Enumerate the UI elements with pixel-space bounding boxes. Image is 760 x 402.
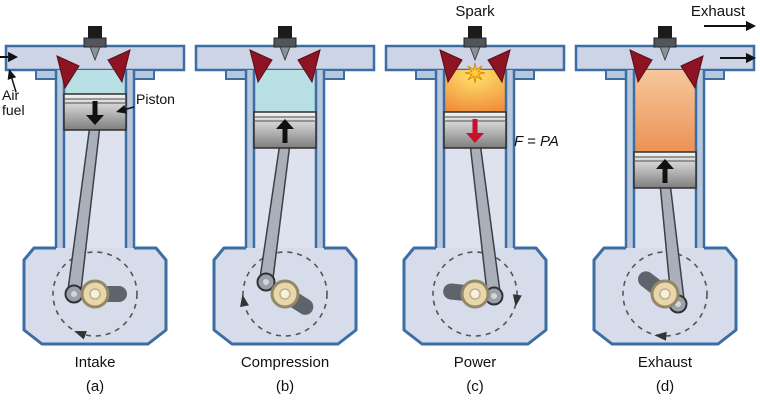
cylinder-wall-left bbox=[56, 70, 64, 248]
rotation-arrowhead-icon bbox=[74, 330, 87, 340]
exhaust-valve bbox=[487, 49, 511, 84]
spark-plug bbox=[83, 26, 107, 62]
rotation-path bbox=[622, 251, 708, 337]
gas-charge bbox=[254, 70, 316, 112]
crankcase-outline bbox=[402, 246, 548, 346]
fuel-label: fuel bbox=[2, 102, 25, 118]
piston-label: Piston bbox=[136, 91, 175, 107]
intake-valve bbox=[249, 49, 273, 84]
gas-charge bbox=[634, 70, 696, 152]
engine-diagram-exhaust: Exhaust bbox=[574, 3, 756, 346]
exhaust-label: Exhaust bbox=[691, 3, 746, 20]
rotation-arrowhead-icon bbox=[240, 294, 249, 307]
panel-letter-c: (c) bbox=[466, 378, 484, 395]
head-shoulder-right bbox=[133, 69, 155, 80]
intake-flow-arrow bbox=[0, 51, 18, 63]
head-shoulder-right bbox=[703, 69, 725, 80]
stroke-name-intake: Intake bbox=[74, 354, 116, 371]
piston-motion-arrow bbox=[86, 101, 104, 125]
exhaust-valve bbox=[107, 49, 131, 84]
stroke-name-compression: Compression bbox=[240, 354, 330, 371]
cylinder-wall-right bbox=[126, 70, 134, 248]
spark-plug bbox=[653, 26, 677, 62]
crankcase-outline bbox=[212, 246, 358, 346]
spark-flash-icon bbox=[464, 62, 486, 84]
force-equation-label: F = PA bbox=[514, 133, 559, 150]
head-shoulder-right bbox=[323, 69, 345, 80]
stroke-name-exhaust: Exhaust bbox=[637, 354, 693, 371]
piston-pointer-arrow bbox=[116, 105, 135, 114]
head-shoulder-right bbox=[513, 69, 535, 80]
cylinder-wall-right bbox=[506, 70, 514, 248]
intake-valve bbox=[56, 55, 80, 90]
panel-letter-d: (d) bbox=[655, 378, 675, 395]
rotation-arrowhead-icon bbox=[654, 331, 667, 341]
intake-valve bbox=[629, 49, 653, 84]
piston-motion-arrow bbox=[276, 119, 294, 143]
head-shoulder-left bbox=[605, 69, 627, 80]
spark-plug bbox=[463, 26, 487, 62]
spark-plug bbox=[273, 26, 297, 62]
engine-diagram-power: Spark F = PA bbox=[384, 3, 566, 346]
piston-motion-arrow bbox=[466, 119, 484, 143]
air-label: Air bbox=[2, 87, 19, 103]
panel-letter-a: (a) bbox=[85, 378, 105, 395]
cylinder-wall-left bbox=[626, 70, 634, 248]
exhaust-valve bbox=[297, 49, 321, 84]
panel-exhaust: Exhaust Exhaust (d) bbox=[570, 0, 760, 402]
air-fuel-pointer-arrow bbox=[7, 69, 17, 93]
cylinder-wall-left bbox=[436, 70, 444, 248]
panel-power: Spark F = PA Power (c) bbox=[380, 0, 570, 402]
rotation-path bbox=[52, 251, 138, 337]
engine-diagram-compression bbox=[194, 26, 376, 346]
rotation-arrowhead-icon bbox=[512, 294, 522, 307]
rotation-path bbox=[432, 251, 518, 337]
crankcase-outline bbox=[22, 246, 168, 346]
cylinder-wall-right bbox=[316, 70, 324, 248]
panel-letter-b: (b) bbox=[275, 378, 295, 395]
stroke-name-power: Power bbox=[453, 354, 497, 371]
exhaust-port-flow-arrow bbox=[720, 52, 756, 64]
head-shoulder-left bbox=[415, 69, 437, 80]
head-shoulder-left bbox=[225, 69, 247, 80]
head-shoulder-left bbox=[35, 69, 57, 80]
cylinder-wall-left bbox=[246, 70, 254, 248]
intake-valve bbox=[439, 49, 463, 84]
exhaust-valve bbox=[680, 55, 704, 90]
rotation-path bbox=[242, 251, 328, 337]
exhaust-flow-arrow bbox=[704, 20, 756, 32]
spark-label: Spark bbox=[455, 3, 495, 20]
panel-compression: Compression (b) bbox=[190, 0, 380, 402]
cylinder-wall-right bbox=[696, 70, 704, 248]
piston-motion-arrow bbox=[656, 159, 674, 183]
crankcase-outline bbox=[592, 246, 738, 346]
